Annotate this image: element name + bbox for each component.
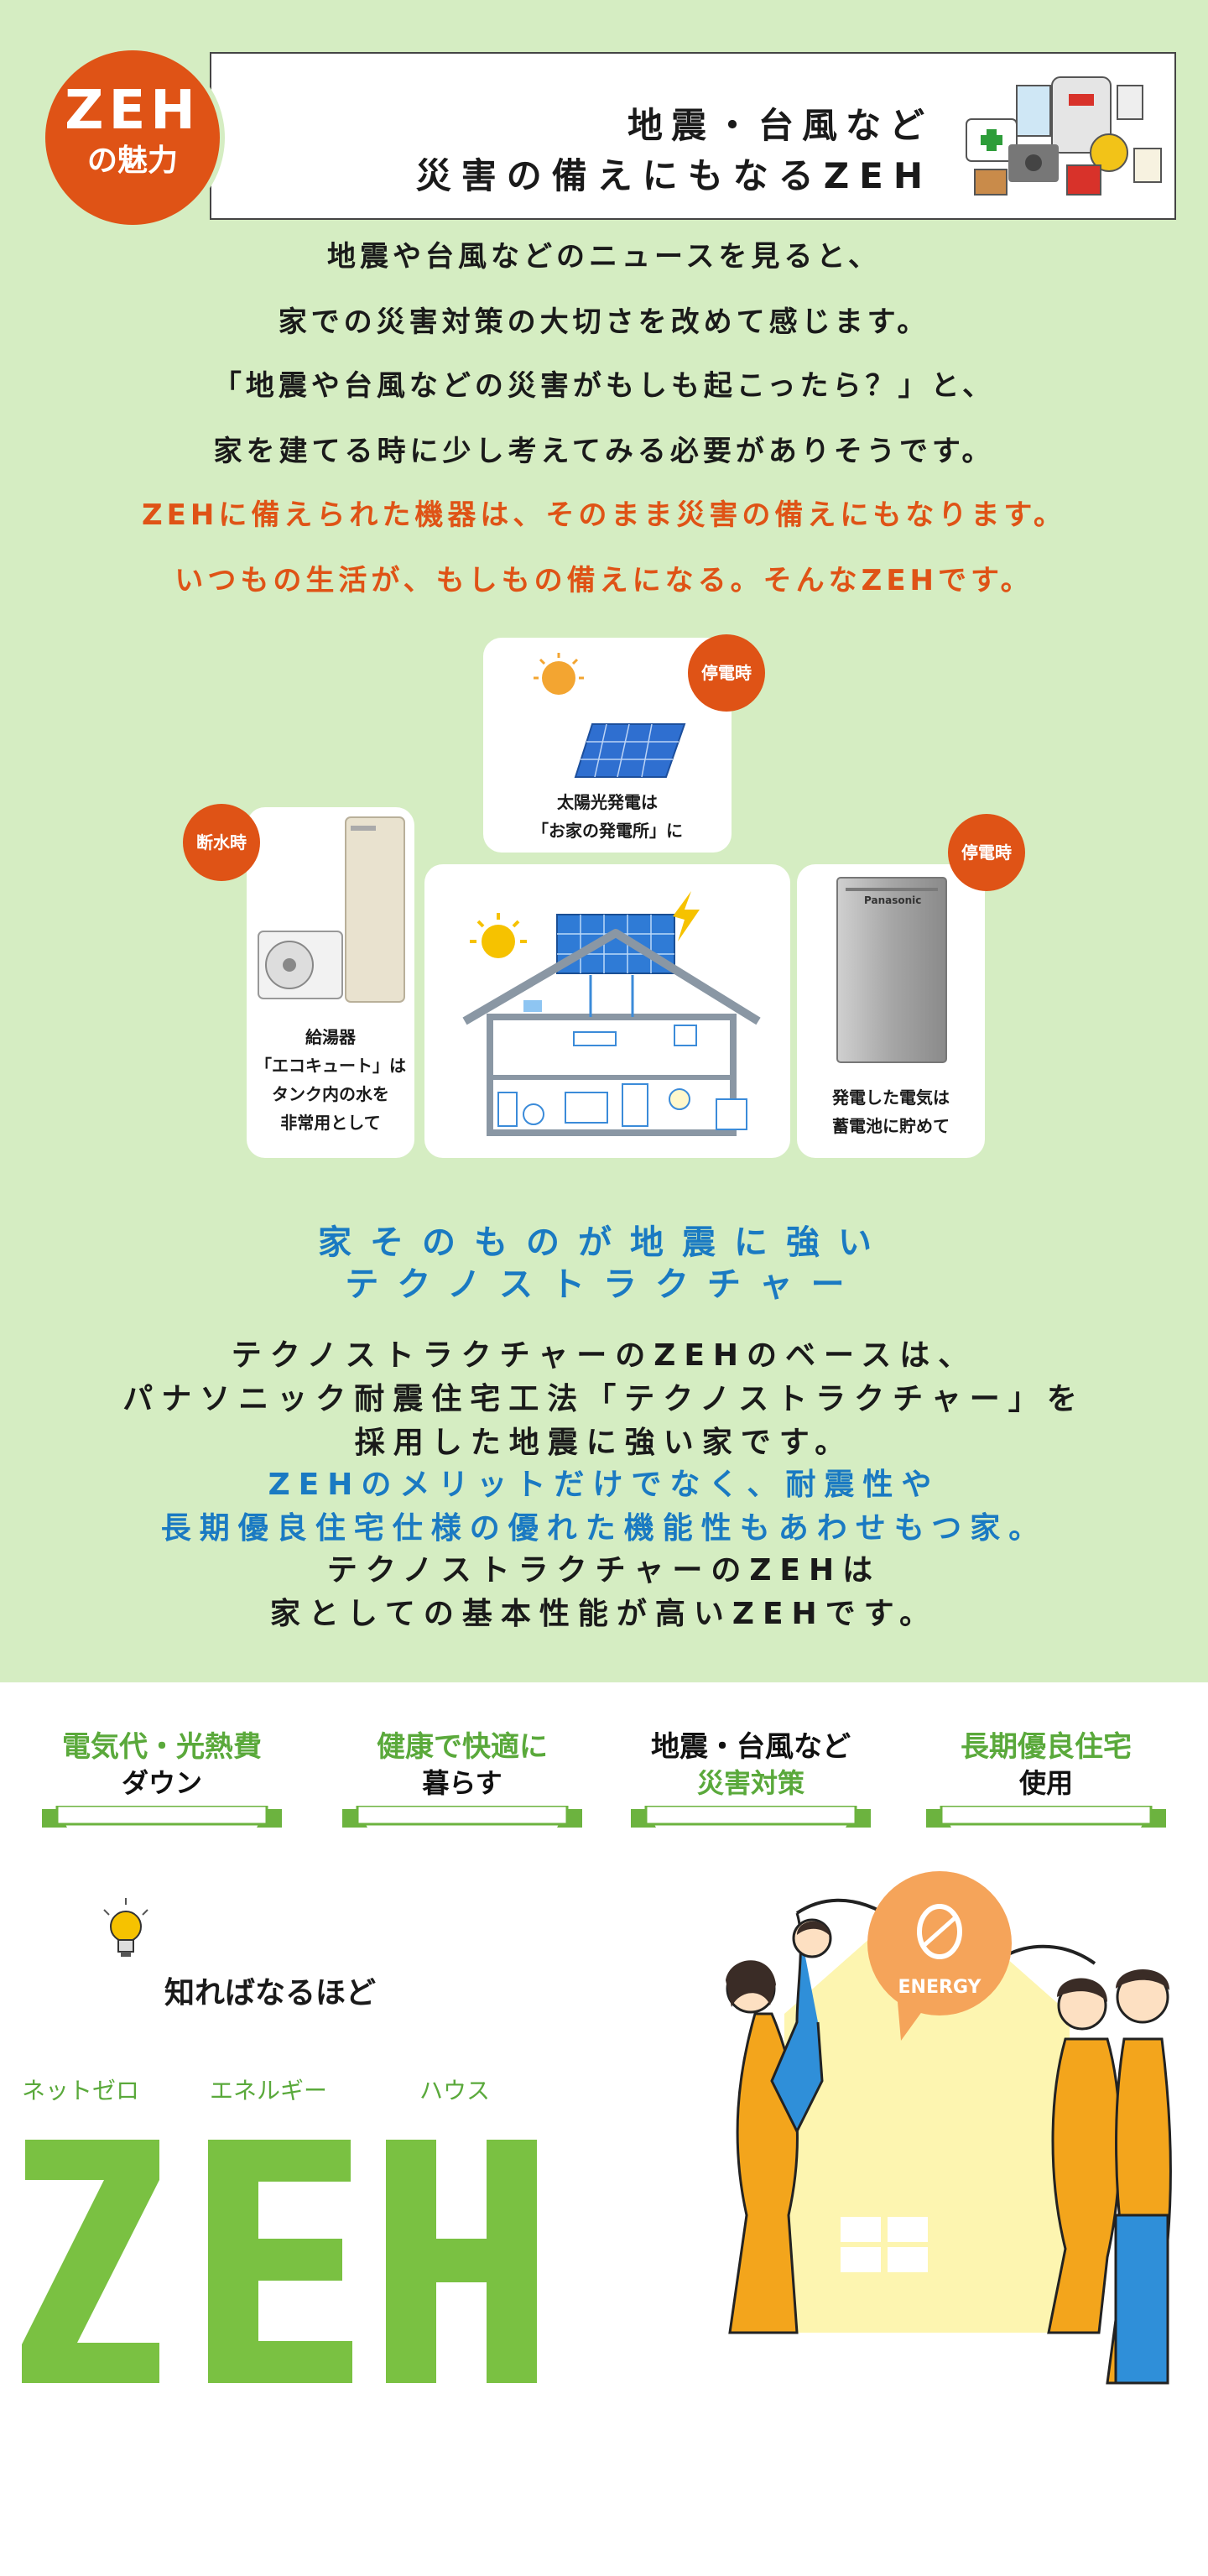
zeh-charm-badge: ZEH の魅力 [45,50,220,225]
house-energy-diagram-card [424,864,790,1158]
zeh-house-diagram [462,891,761,1136]
ribbon-tape-icon [926,1806,1166,1828]
intro-highlight-line: いつもの生活が、もしもの備えになる。そんなZEHです。 [174,564,1034,597]
zeh-kana-energy: エネルギー [210,2077,328,2104]
zeh-kana-house: ハウス [419,2077,491,2104]
benefit-ribbon-title: 地震・台風など [651,1730,851,1764]
zeh-kana-net-zero: ネットゼロ [22,2077,140,2104]
benefit-ribbon-subtitle: ダウン [121,1767,202,1799]
tech-heading: テクノストラクチャー [345,1265,863,1304]
tech-highlight-line: ZEHのメリットだけでなく、耐震性や [268,1468,940,1502]
banner-title-line1: 地震・台風など [627,105,933,146]
badge-charm: の魅力 [86,143,178,178]
intro-line: 家での災害対策の大切さを改めて感じます。 [278,305,930,339]
benefit-ribbon-subtitle: 災害対策 [696,1767,804,1799]
benefit-ribbon-title: 長期優良住宅 [961,1730,1132,1764]
tech-paragraph-line: 採用した地震に強い家です。 [354,1426,854,1460]
benefit-ribbon-subtitle: 暮らす [422,1767,502,1799]
tech-paragraph-line: テクノストラクチャーのZEHは [326,1553,882,1588]
storage-battery-icon [836,877,947,1063]
solar-panel-icon [534,653,686,778]
tech-paragraph-line: パナソニック耐震住宅工法「テクノストラクチャー」を [122,1382,1086,1416]
benefit-ribbon-title: 電気代・光熱費 [62,1730,262,1764]
power-outage-tag: 停電時 [688,634,765,712]
intro-line: 家を建てる時に少し考えてみる必要がありそうです。 [213,435,995,468]
water-card-text: 非常用として [280,1113,381,1133]
battery-card-text: 発電した電気は [832,1087,950,1108]
ribbon-tape-icon [342,1806,582,1828]
badge-zeh: ZEH [65,80,200,142]
battery-brand-label: Panasonic [864,894,922,906]
ribbon-tape-icon [42,1806,282,1828]
storage-battery-card: Panasonic 発電した電気は 蓄電池に貯めて [797,864,985,1158]
tech-paragraph-line: 家としての基本性能が高いZEHです。 [269,1597,939,1631]
tech-highlight-line: 長期優良住宅仕様の優れた機能性もあわせもつ家。 [160,1511,1048,1546]
intro-highlight-line: ZEHに備えられた機器は、そのまま災害の備えにもなります。 [142,498,1066,532]
zeh-letter-e [208,2140,352,2383]
tech-heading: 家そのものが地震に強い [318,1223,890,1262]
power-outage-tag: 停電時 [948,814,1025,891]
intro-line: 「地震や台風などの災害がもしも起こったら？」と、 [212,369,996,403]
title-banner: 地震・台風など 災害の備えにもなるZEH [210,52,1176,220]
family-house-illustration [726,1888,1172,2385]
emergency-supplies-illustration [966,76,1162,196]
water-outage-tag: 断水時 [183,804,260,881]
zeh-subtitle: 知ればなるほど [164,1976,377,2010]
solar-card-text: 太陽光発電は [557,792,658,812]
benefit-ribbon: 健康で快適に 暮らす [339,1712,586,1836]
tech-paragraph-line: テクノストラクチャーのZEHのベースは、 [231,1338,977,1373]
lightbulb-icon [103,1898,148,1957]
banner-title-line2: 災害の備えにもなるZEH [415,155,933,196]
solar-card-text: 「お家の発電所」に [532,821,683,841]
water-card-text: タンク内の水を [272,1084,389,1104]
zeh-letter-z [22,2140,159,2383]
eco-cute-water-heater-icon [258,816,405,1003]
benefit-ribbon-subtitle: 使用 [1018,1767,1073,1799]
benefit-ribbon: 長期優良住宅 使用 [923,1712,1169,1836]
benefit-ribbon: 地震・台風など 災害対策 [627,1712,874,1836]
zeh-letter-h [386,2140,537,2383]
intro-line: 地震や台風などのニュースを見ると、 [327,240,881,274]
energy-label: ENERGY [898,1977,982,1998]
benefit-ribbon-title: 健康で快適に [377,1730,548,1764]
water-heater-card: 給湯器 「エコキュート」は タンク内の水を 非常用として [247,807,414,1158]
ribbon-tape-icon [631,1806,871,1828]
battery-card-text: 蓄電池に貯めて [832,1116,950,1136]
energy-bubble-icon [867,1871,1012,2041]
water-card-text: 給湯器 [305,1027,356,1047]
benefit-ribbon: 電気代・光熱費 ダウン [39,1712,285,1836]
water-card-text: 「エコキュート」は [255,1056,406,1076]
